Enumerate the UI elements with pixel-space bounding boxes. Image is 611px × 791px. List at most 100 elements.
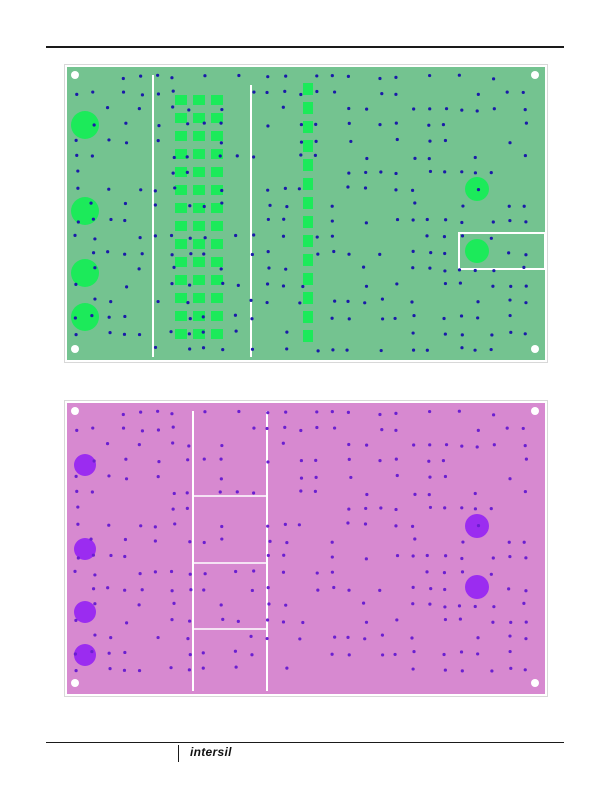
via [473,155,477,160]
via [524,457,529,461]
via [281,441,285,445]
via [489,170,493,175]
via [378,588,382,592]
via [363,522,368,526]
via [219,457,223,461]
via [508,634,512,638]
via [265,300,269,305]
via [75,153,79,157]
via [313,153,317,157]
via [171,507,175,511]
via [221,348,225,352]
via [505,90,509,94]
via [281,234,286,238]
via [107,523,111,527]
pcb-bottom-layer-figure [64,400,548,697]
via [265,636,269,641]
via [172,601,176,605]
via [233,313,238,317]
via [394,188,398,192]
smd-pad [193,257,205,267]
smd-pad [175,275,187,285]
via [508,218,512,223]
via [140,429,145,433]
via [524,121,529,125]
via [219,267,223,271]
via [379,170,383,174]
via [443,281,448,286]
via [394,121,398,125]
via [315,571,319,575]
via [315,74,319,78]
corner-holes [71,407,539,687]
via [522,204,526,208]
via [428,107,432,111]
via [330,234,335,238]
via [188,317,192,321]
via [156,92,161,96]
smd-pad [175,167,187,177]
via [93,237,97,241]
via [346,521,350,525]
via [363,301,367,305]
via [476,428,480,432]
smd-pad [175,203,187,213]
smd-pad [211,167,223,177]
via [395,282,399,286]
via [509,666,513,670]
via [188,653,192,657]
via [349,475,353,480]
via [107,187,111,191]
via [349,139,353,144]
via [91,426,95,430]
via [333,635,337,639]
via [187,668,191,672]
via [507,540,511,544]
via [186,637,190,641]
smd-pad [303,83,313,95]
via [425,348,429,352]
via [74,669,78,673]
connector-pad [465,239,489,263]
via [187,332,191,336]
via [220,443,224,448]
via [252,491,256,495]
via [171,105,175,109]
via [508,477,512,481]
via [121,90,126,94]
via [169,666,173,670]
via [523,332,527,336]
connector-outline [458,232,546,270]
via [122,668,127,672]
via [186,458,190,462]
via [170,617,174,622]
smd-pad [211,113,223,123]
via [429,251,433,255]
via [443,506,447,510]
via [443,474,448,479]
via [153,203,157,207]
via [124,457,128,461]
via [218,154,222,158]
via [139,410,143,414]
component-pads [175,83,313,342]
via [140,93,145,97]
via [411,266,415,270]
via [156,428,161,432]
via [524,301,528,305]
via [220,537,224,541]
via [347,442,351,447]
via [188,236,192,240]
smd-pad [211,131,223,141]
mounting-pad [74,454,96,476]
via [378,123,382,127]
via [123,588,127,592]
smd-pad [303,159,313,171]
via [330,540,334,544]
via [235,154,239,158]
via [219,477,223,481]
via [202,540,206,545]
via [443,332,447,336]
via [265,90,269,95]
via [394,428,398,432]
